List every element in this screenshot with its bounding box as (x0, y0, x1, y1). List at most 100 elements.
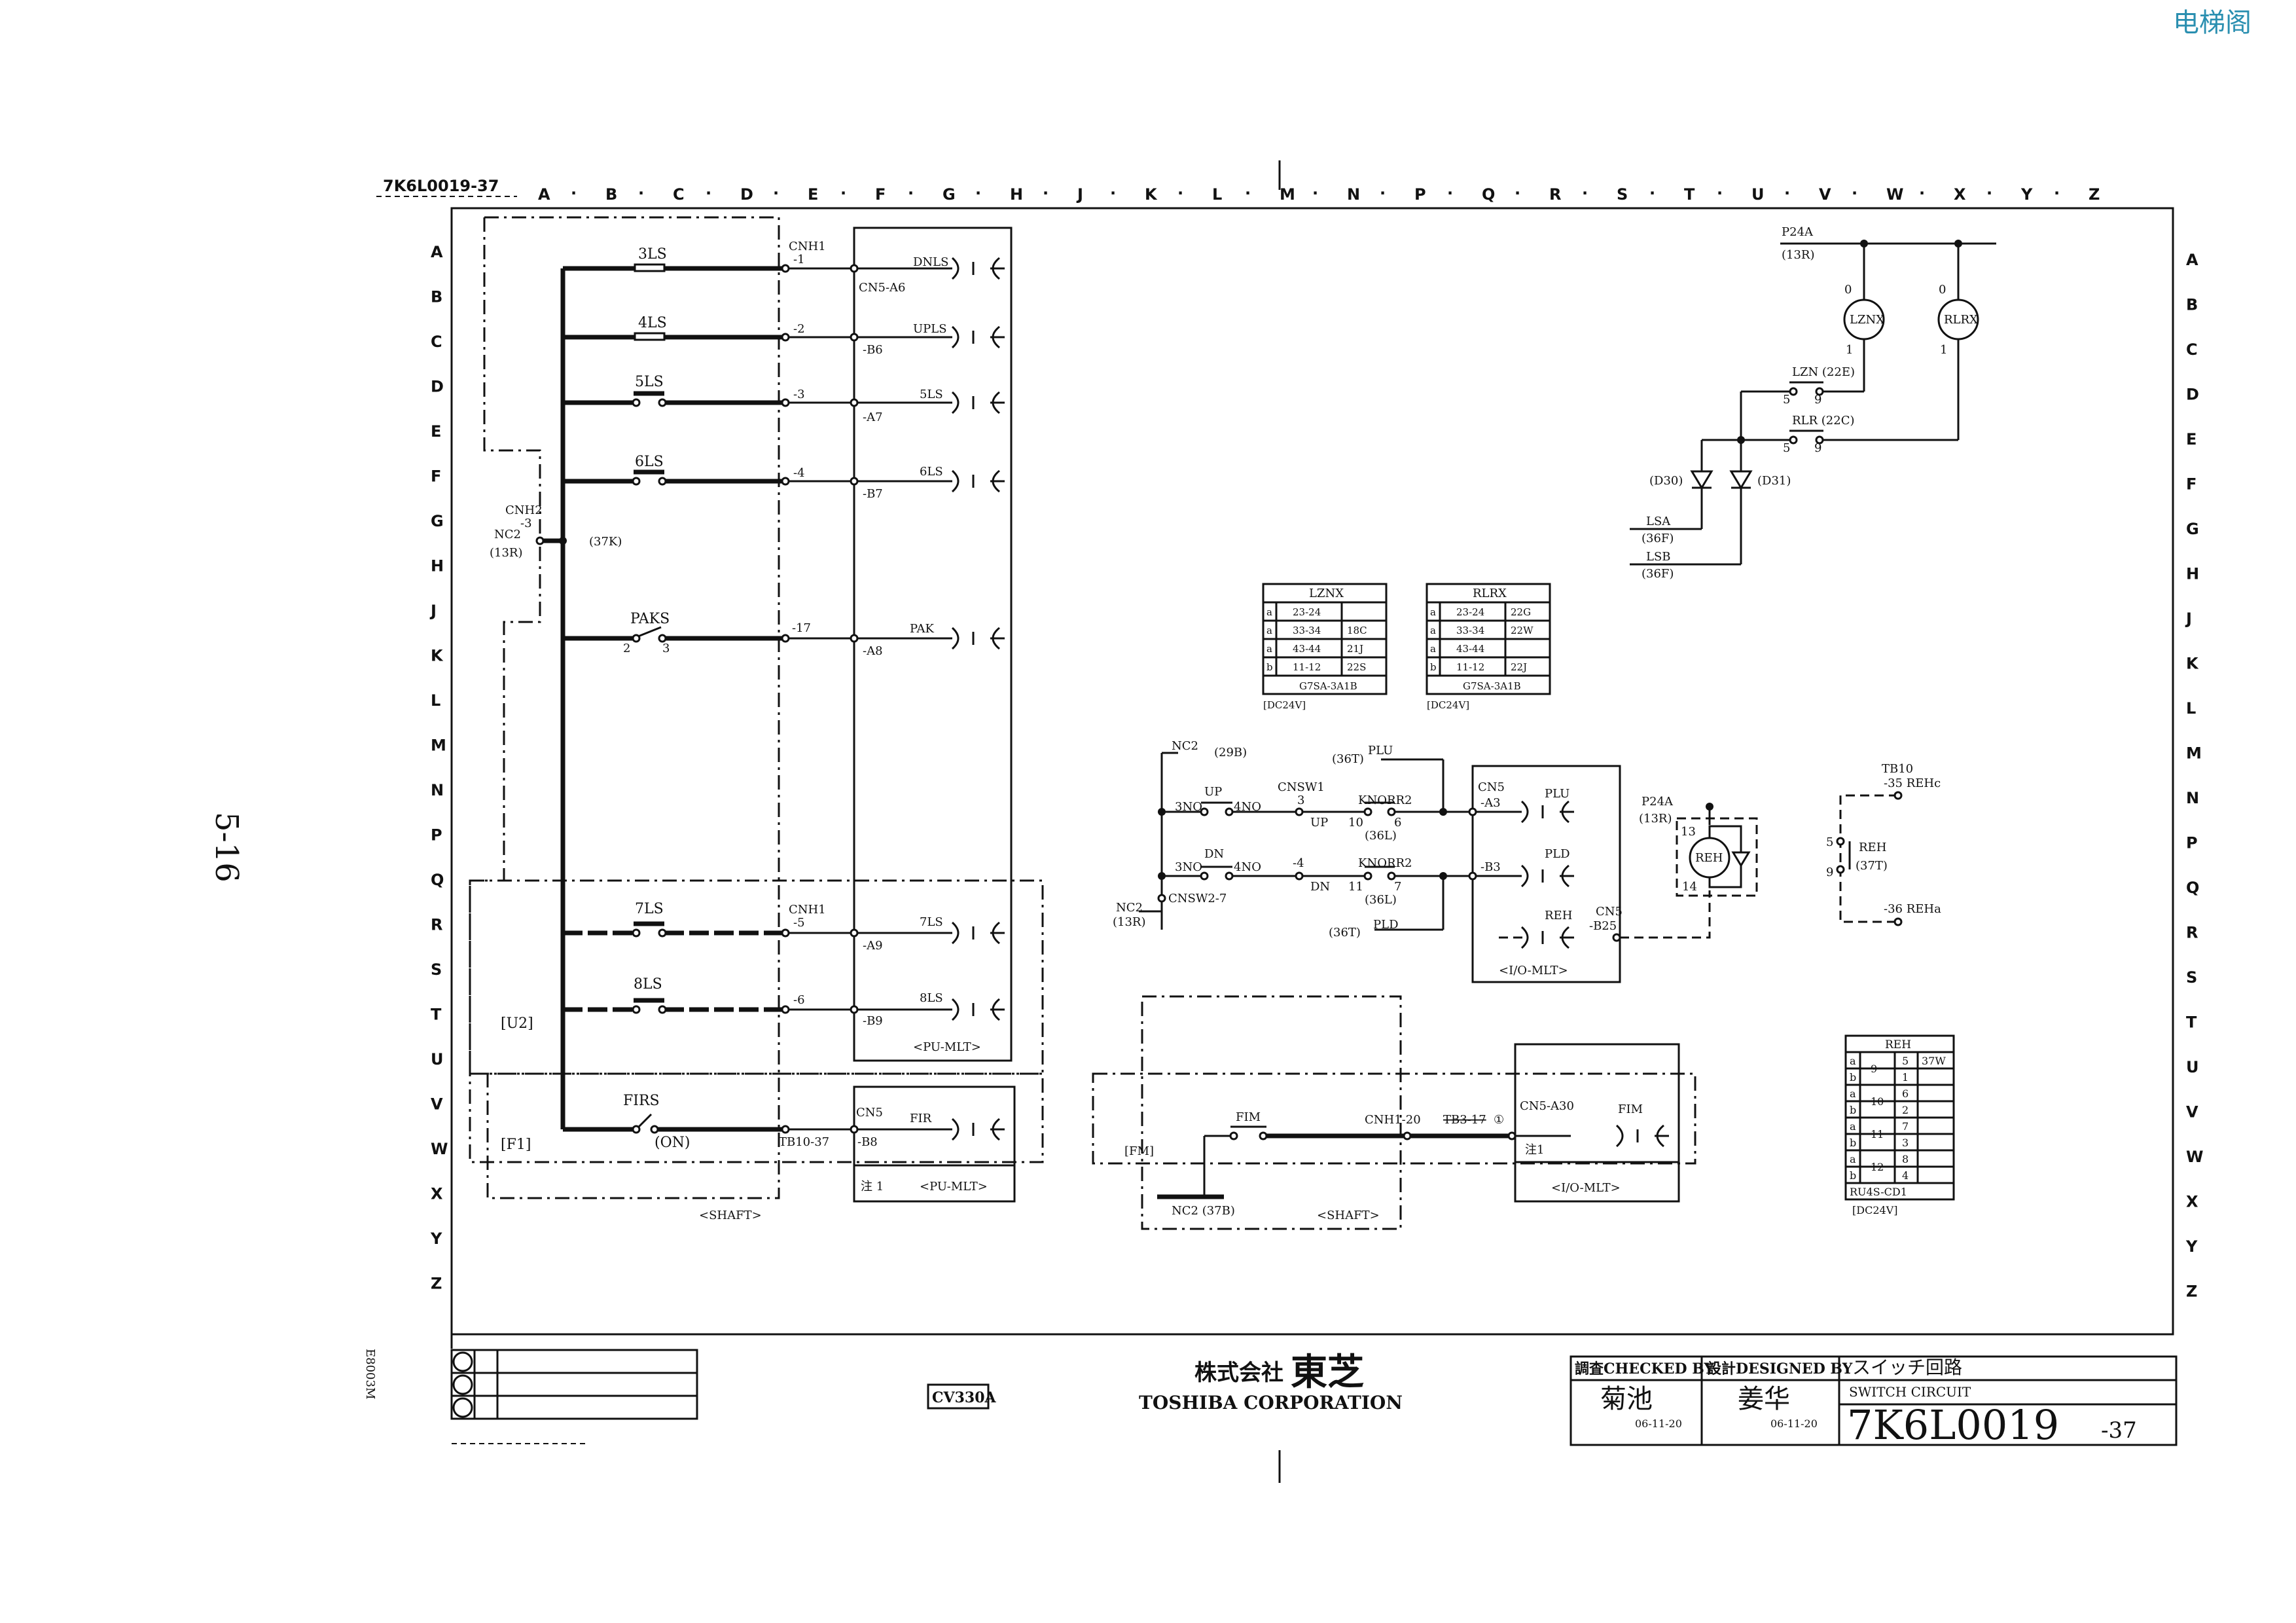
switch-8ls (632, 998, 667, 1014)
label-d30: (D30) (1649, 474, 1683, 488)
label-cn5-fir: CN5 (856, 1106, 883, 1120)
diode-d30 (1690, 470, 1713, 490)
column-letter: M (1280, 185, 1295, 204)
plc-input-symbol (951, 921, 1005, 945)
diode-d31 (1729, 470, 1753, 490)
label-13r-top: (13R) (1782, 248, 1815, 262)
label-paks-2: 2 (623, 642, 630, 655)
label-cnsw1-3: 3 (1297, 793, 1304, 807)
column-letter: G (942, 185, 956, 204)
label-cv330a: CV330A (932, 1389, 997, 1406)
label-36t-pld: (36T) (1329, 926, 1361, 939)
svg-text:LZNX: LZNX (1309, 587, 1344, 600)
terminal (850, 1125, 859, 1134)
page-number: 5-16 (208, 812, 245, 883)
label-c5a: 5 (1783, 393, 1790, 407)
label-tb10-36: -36 REHa (1884, 902, 1941, 916)
label-title-jp: スイッチ回路 (1852, 1357, 1962, 1378)
label-note1-b: 注1 (1525, 1143, 1544, 1157)
terminal (850, 264, 859, 273)
svg-text:·: · (908, 184, 914, 202)
label-date-b: 06-11-20 (1770, 1417, 1818, 1430)
label-firs-on: (ON) (655, 1135, 690, 1151)
title-block: 調査CHECKED BY 設計DESIGNED BY 菊池 姜华 06-11-2… (1570, 1355, 2178, 1449)
switch-firs (632, 1113, 659, 1134)
terminal (850, 477, 859, 486)
svg-text:b: b (1850, 1169, 1856, 1182)
label-4ls: 4LS (638, 315, 667, 331)
row-letter: G (2186, 520, 2199, 538)
row-letter: J (429, 602, 437, 620)
svg-text:·: · (840, 184, 846, 202)
label-cn5-a6: CN5-A6 (859, 281, 906, 295)
label-zero-2: 0 (1939, 283, 1946, 297)
label-tb10-35: -35 REHc (1884, 776, 1941, 790)
row-letter: K (2186, 655, 2199, 673)
svg-text:·: · (1110, 184, 1116, 202)
label-paks: PAKS (630, 611, 670, 627)
label-r-5ls: 5LS (920, 388, 943, 401)
label-13r-cr: (13R) (1113, 915, 1146, 929)
label-a9: -A9 (863, 939, 883, 953)
terminal (781, 1005, 790, 1014)
label-lznx: LZNX (1850, 313, 1884, 327)
label-circ1: ① (1494, 1113, 1504, 1127)
plc-input-symbol (1520, 800, 1574, 824)
label-7ls: 7LS (635, 901, 664, 917)
label-cnsw2-7: CNSW2-7 (1168, 892, 1227, 905)
label-c9a: 9 (1814, 393, 1821, 407)
column-letter: V (1819, 185, 1831, 204)
label-p24a-reh: P24A (1641, 795, 1674, 809)
revision-block: E8003M (363, 1349, 698, 1444)
terminal (850, 928, 859, 938)
svg-text:·: · (1852, 184, 1857, 202)
plc-input-symbol (951, 391, 1005, 414)
label-b6: -B6 (863, 343, 883, 357)
label-one-2: 1 (1940, 343, 1947, 357)
svg-text:·: · (1245, 184, 1251, 202)
pu-mlt-box-upper (853, 227, 1013, 1062)
svg-text:43-44: 43-44 (1293, 643, 1321, 655)
svg-text:REH: REH (1885, 1038, 1911, 1051)
region-fm (1092, 1072, 1696, 1165)
terminal (850, 333, 859, 342)
label-io-mlt-2: <I/O-MLT> (1551, 1181, 1621, 1195)
label-k6: 6 (1394, 816, 1401, 830)
plc-input-symbol (1615, 1124, 1669, 1148)
label-shaft-2: <SHAFT> (1317, 1209, 1380, 1222)
plc-input-symbol (1520, 926, 1574, 949)
label-upls: UPLS (913, 322, 947, 336)
column-letter: Y (2020, 185, 2033, 204)
svg-text:RU4S-CD1: RU4S-CD1 (1850, 1186, 1907, 1198)
row-letter: K (431, 647, 444, 665)
row-letter: W (2186, 1148, 2203, 1166)
label-reh-13: 13 (1681, 825, 1696, 839)
label-37t: (37T) (1856, 859, 1888, 873)
column-letter: U (1751, 185, 1765, 204)
svg-text:·: · (1919, 184, 1925, 202)
label-b8: -B8 (857, 1135, 878, 1149)
column-letter: R (1549, 185, 1561, 204)
svg-text:7: 7 (1902, 1120, 1909, 1133)
row-letter: T (431, 1006, 442, 1024)
label-u2: [U2] (501, 1015, 533, 1032)
label-cnh2-3: -3 (520, 517, 532, 530)
label-knorr2-a: KNORR2 (1358, 793, 1412, 807)
label-cnsw1: CNSW1 (1278, 780, 1325, 794)
label-d31: (D31) (1757, 474, 1791, 488)
svg-text:b: b (1850, 1071, 1856, 1084)
label-a8: -A8 (863, 644, 883, 658)
label-cnh2: CNH2 (505, 503, 543, 517)
svg-text:·: · (1380, 184, 1386, 202)
row-letter: C (2186, 340, 2198, 359)
cv330a-tag: CV330A (927, 1383, 997, 1410)
svg-text:23-24: 23-24 (1456, 606, 1484, 618)
label-cn5-b25a: CN5 (1596, 905, 1623, 919)
label-a7: -A7 (863, 410, 883, 424)
label-cn5-b25b: -B25 (1589, 919, 1617, 933)
logo-en: TOSHIBA CORPORATION (1139, 1392, 1403, 1413)
svg-text:b: b (1430, 661, 1437, 673)
row-letter: R (2186, 924, 2198, 942)
row-letter: Q (431, 871, 444, 889)
